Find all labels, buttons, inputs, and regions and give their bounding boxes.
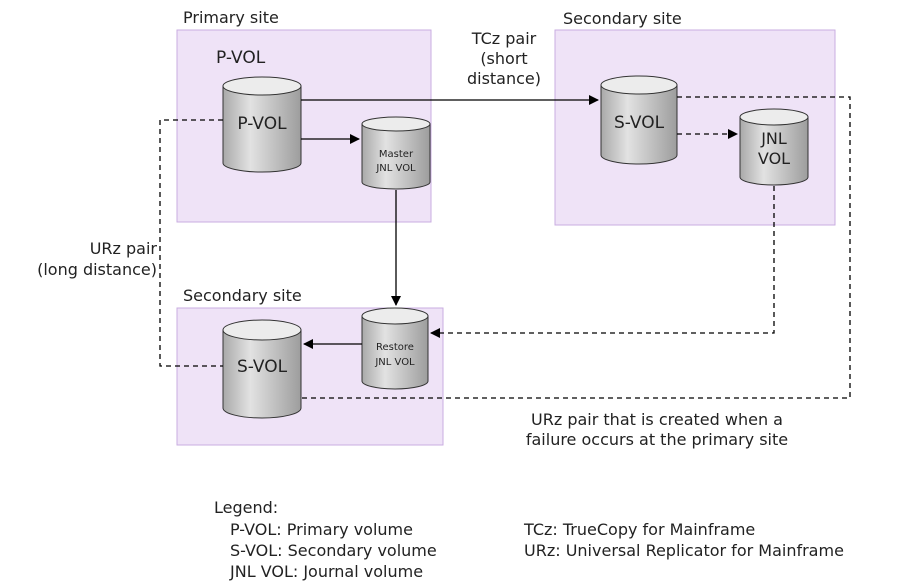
pvol-caption: P-VOL (216, 48, 266, 68)
svol-bottom-label: S-VOL (237, 357, 288, 377)
secondary-site-top-title: Secondary site (563, 9, 682, 28)
primary-site-title: Primary site (183, 8, 279, 27)
jnl-vol-to-restore-jnl-arrow (430, 186, 775, 338)
tcz-pair-label-1: TCz pair (471, 29, 537, 48)
master-jnl-label-2: JNL VOL (375, 163, 416, 174)
legend-svol: S-VOL: Secondary volume (230, 541, 437, 560)
failure-pair-label-2: failure occurs at the primary site (526, 430, 788, 449)
pvol-cylinder (222, 76, 302, 173)
tcz-pair-label-2: (short (480, 49, 527, 68)
restore-jnl-cylinder (361, 307, 429, 390)
master-jnl-label-1: Master (379, 149, 414, 160)
jnl-vol-cylinder (739, 108, 809, 186)
legend-title: Legend: (214, 498, 279, 517)
urz-pair-label-1: URz pair (90, 239, 158, 258)
failure-urz-pair-line (301, 96, 851, 399)
legend-jnl: JNL VOL: Journal volume (230, 562, 424, 581)
urz-pair-label-2: (long distance) (37, 260, 157, 279)
legend-pvol: P-VOL: Primary volume (230, 520, 413, 539)
legend-tcz: TCz: TrueCopy for Mainframe (524, 520, 756, 539)
restore-jnl-label-1: Restore (376, 342, 414, 353)
tcz-pair-label-3: distance) (467, 69, 541, 88)
jnl-vol-label-2: VOL (758, 149, 790, 168)
secondary-site-bottom-title: Secondary site (183, 286, 302, 305)
pvol-label: P-VOL (237, 114, 287, 134)
svol-top-cylinder (600, 75, 678, 165)
jnl-vol-label-1: JNL (760, 129, 787, 148)
legend-urz: URz: Universal Replicator for Mainframe (524, 541, 844, 560)
urz-long-distance-pair-line (159, 119, 223, 367)
failure-pair-label-1: URz pair that is created when a (531, 410, 783, 429)
master-jnl-cylinder (361, 116, 431, 190)
restore-jnl-label-2: JNL VOL (374, 357, 415, 368)
svol-bottom-cylinder (222, 319, 302, 419)
svol-top-label: S-VOL (614, 113, 665, 133)
